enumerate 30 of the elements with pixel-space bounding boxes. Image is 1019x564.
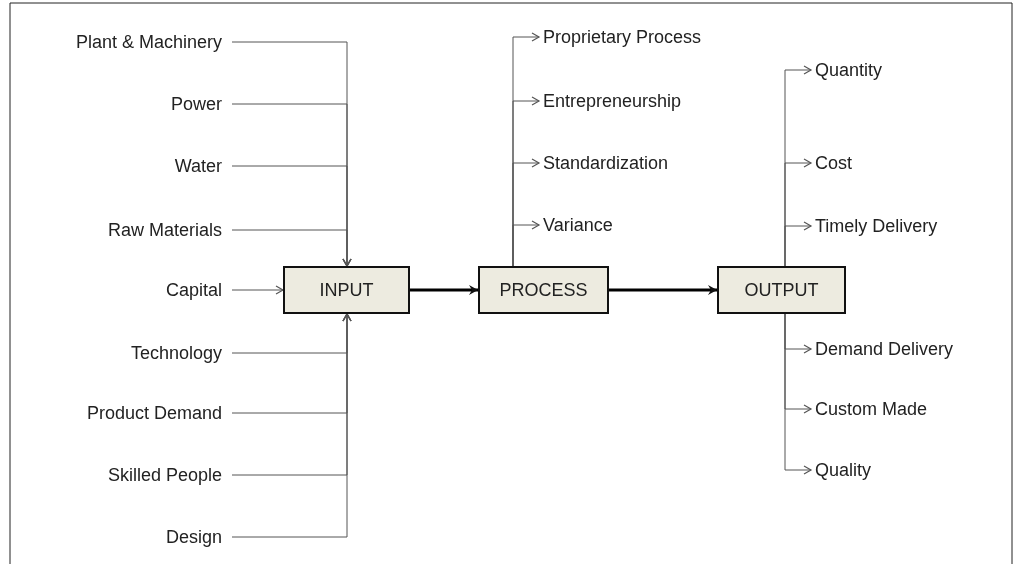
factor-label: Standardization bbox=[543, 152, 669, 174]
arrow bbox=[410, 285, 478, 295]
factor-label: Demand Delivery bbox=[815, 338, 954, 360]
arrow bbox=[784, 221, 812, 267]
factor-label: Skilled People bbox=[107, 464, 222, 486]
factor-label: Variance bbox=[543, 214, 613, 236]
factor-label: Plant & Machinery bbox=[75, 31, 222, 53]
arrow bbox=[784, 313, 812, 475]
arrow bbox=[231, 285, 284, 295]
stage-box: PROCESS bbox=[478, 266, 609, 314]
factor-label: Product Demand bbox=[86, 402, 222, 424]
factor-label: Custom Made bbox=[815, 398, 928, 420]
stage-box: OUTPUT bbox=[717, 266, 846, 314]
factor-label: Technology bbox=[130, 342, 222, 364]
factor-label: Water bbox=[174, 155, 222, 177]
factor-label: Capital bbox=[165, 279, 222, 301]
factor-label: Cost bbox=[815, 152, 852, 174]
factor-label: Power bbox=[170, 93, 222, 115]
factor-label: Quantity bbox=[815, 59, 883, 81]
stage-box: INPUT bbox=[283, 266, 410, 314]
arrow bbox=[512, 220, 540, 267]
arrow bbox=[231, 229, 352, 267]
arrow bbox=[609, 285, 717, 295]
factor-label: Raw Materials bbox=[107, 219, 222, 241]
factor-label: Timely Delivery bbox=[815, 215, 938, 237]
arrow bbox=[231, 313, 352, 538]
factor-label: Entrepreneurship bbox=[543, 90, 682, 112]
factor-label: Quality bbox=[815, 459, 872, 481]
factor-label: Design bbox=[165, 526, 222, 548]
factor-label: Proprietary Process bbox=[543, 26, 702, 48]
